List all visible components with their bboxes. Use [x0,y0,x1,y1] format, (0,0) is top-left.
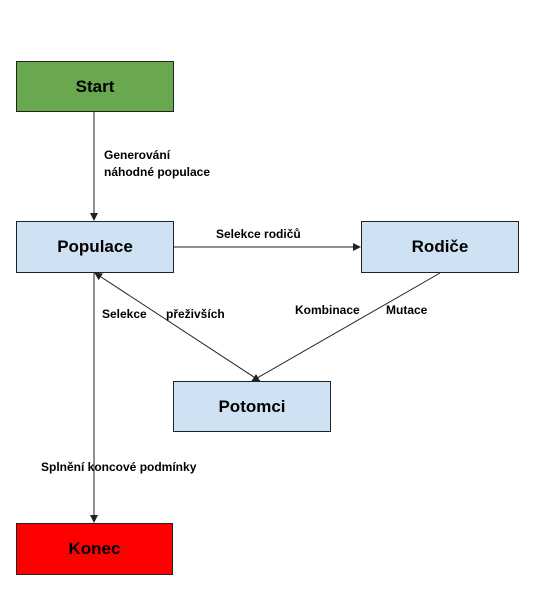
node-rodice: Rodiče [361,221,519,273]
node-potomci: Potomci [173,381,331,432]
edge-label-selekce-rodicu: Selekce rodičů [216,227,301,241]
edge-label-mutace: Mutace [386,303,428,317]
node-rodice-label: Rodiče [411,237,469,256]
edge-rodice-to-potomci [251,272,441,382]
edge-label-generovani: Generování náhodné populace [104,147,210,181]
edge-label-kombinace: Kombinace [295,303,360,317]
node-start-label: Start [75,76,115,96]
node-start: Start [16,61,174,112]
node-populace: Populace [16,221,174,273]
edge-potomci-to-populace [94,272,261,382]
edge-label-prezivsich: přeživších [166,307,225,321]
edge-label-generovani-line2: náhodné populace [104,165,211,179]
edge-label-selekce: Selekce [102,307,147,321]
node-populace-label: Populace [57,237,133,256]
edge-label-splneni: Splnění koncové podmínky [41,460,197,474]
edge-label-generovani-line1: Generování [104,148,171,162]
node-potomci-label: Potomci [218,396,286,416]
node-konec-label: Konec [68,539,121,558]
node-konec: Konec [16,523,173,575]
